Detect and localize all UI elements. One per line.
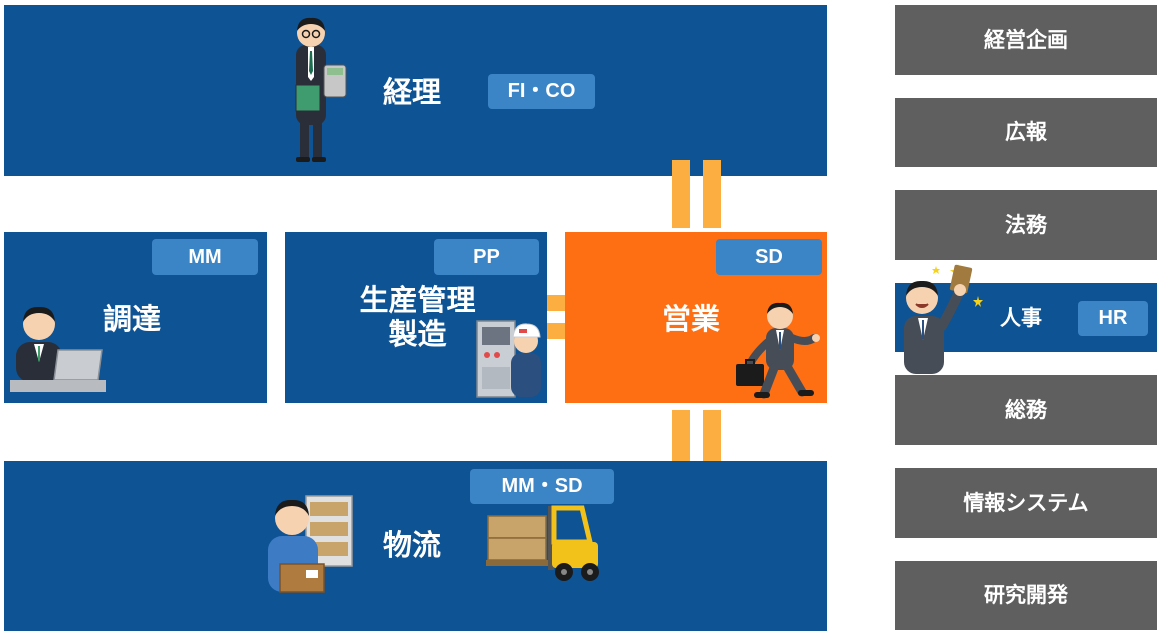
production-label: 生産管理 製造 bbox=[345, 283, 490, 351]
production-tag: PP bbox=[434, 239, 539, 275]
production-label-line2: 製造 bbox=[388, 317, 447, 351]
accountant-illustration bbox=[295, 17, 347, 162]
procurement-worker-illustration bbox=[10, 306, 106, 392]
accounting-label: 経理 bbox=[383, 75, 442, 109]
hr-label: 人事 bbox=[1000, 306, 1042, 330]
sales-tag: SD bbox=[716, 239, 822, 275]
accounting-block bbox=[4, 5, 827, 176]
sales-label: 営業 bbox=[662, 302, 721, 336]
connector-sales-accounting-left bbox=[672, 160, 690, 228]
sidebar-item-information-systems: 情報システム bbox=[895, 468, 1157, 538]
sidebar-item-management-planning: 経営企画 bbox=[895, 5, 1157, 75]
salesperson-illustration bbox=[736, 302, 820, 399]
sidebar-item-public-relations: 広報 bbox=[895, 98, 1157, 167]
accounting-tag: FI・CO bbox=[488, 74, 595, 109]
procurement-tag: MM bbox=[152, 239, 258, 275]
warehouse-worker-illustration bbox=[268, 495, 353, 593]
connector-sales-accounting-right bbox=[703, 160, 721, 228]
forklift-illustration bbox=[486, 505, 599, 581]
hr-person-illustration bbox=[904, 264, 983, 374]
logistics-block bbox=[4, 461, 827, 631]
logistics-tag: MM・SD bbox=[470, 469, 614, 504]
sidebar-item-legal: 法務 bbox=[895, 190, 1157, 260]
factory-worker-illustration bbox=[476, 320, 541, 398]
production-label-line1: 生産管理 bbox=[359, 283, 476, 317]
logistics-label: 物流 bbox=[383, 528, 442, 562]
procurement-label: 調達 bbox=[103, 302, 162, 336]
hr-tag: HR bbox=[1078, 301, 1148, 336]
sidebar-item-research-development: 研究開発 bbox=[895, 561, 1157, 630]
sidebar-item-general-affairs: 総務 bbox=[895, 375, 1157, 445]
